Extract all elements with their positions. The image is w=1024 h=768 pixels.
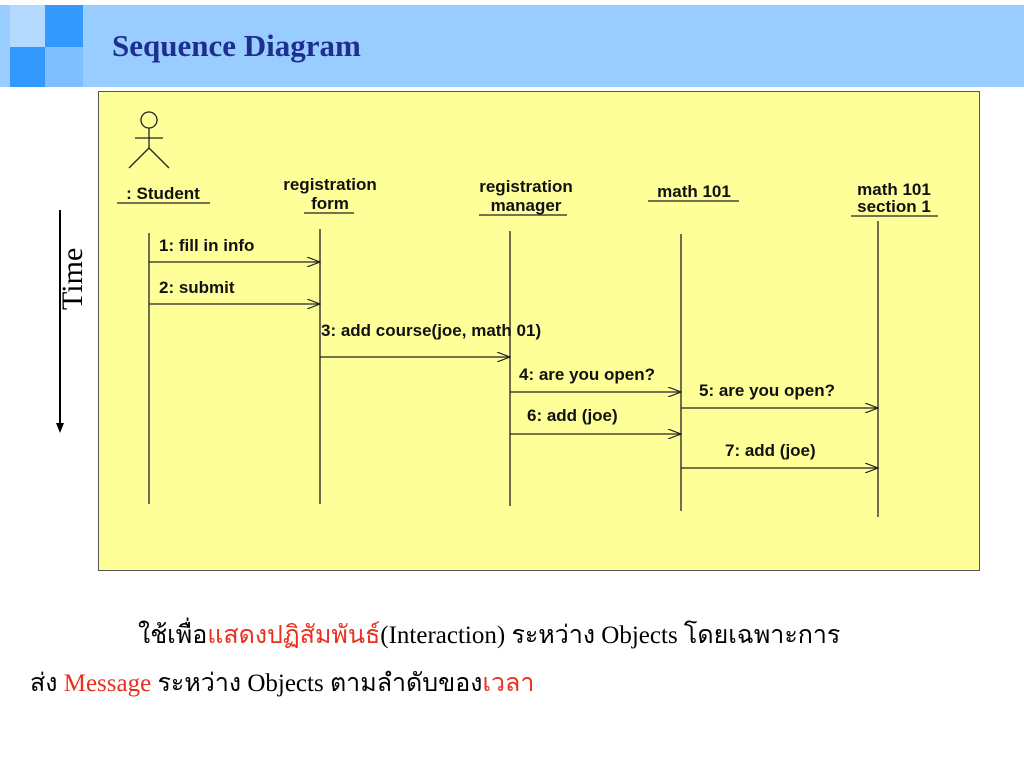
- message-label: 4: are you open?: [519, 365, 655, 384]
- object-label-line1: math 101: [657, 182, 731, 201]
- object-label-line2: manager: [491, 196, 562, 215]
- message-label: 6: add (joe): [527, 406, 618, 425]
- object-math-101-section-1: math 101 section 1: [851, 180, 938, 217]
- message-1: 1: fill in info: [149, 236, 320, 262]
- time-axis-arrow: [56, 210, 64, 433]
- page-title: Sequence Diagram: [112, 28, 361, 63]
- description-text: ใช้เพื่อ: [138, 622, 208, 649]
- message-2: 2: submit: [149, 278, 320, 304]
- message-3: 3: add course(joe, math 01): [320, 321, 541, 357]
- sequence-diagram: : Student registration form registration…: [98, 91, 980, 571]
- object-label-line2: form: [311, 194, 349, 213]
- message-6: 6: add (joe): [510, 406, 681, 434]
- time-label: Time: [56, 247, 89, 310]
- message-4: 4: are you open?: [510, 365, 681, 392]
- message-7: 7: add (joe): [681, 441, 878, 468]
- message-label: 1: fill in info: [159, 236, 254, 255]
- message-label: 5: are you open?: [699, 381, 835, 400]
- message-label: 2: submit: [159, 278, 235, 297]
- object-label-line1: registration: [283, 175, 377, 194]
- sequence-diagram-canvas: : Student registration form registration…: [117, 111, 938, 517]
- description-line-1: ใช้เพื่อแสดงปฏิสัมพันธ์(Interaction) ระห…: [138, 615, 840, 655]
- object-label-line1: registration: [479, 177, 573, 196]
- header-band: [0, 5, 1024, 87]
- decor-square: [45, 47, 83, 87]
- description-highlight: เวลา: [482, 670, 535, 697]
- description-text: ระหว่าง Objects ตามลำดับของ: [151, 670, 483, 697]
- description-text: (Interaction) ระหว่าง Objects โดยเฉพาะกา…: [380, 622, 841, 649]
- description-line-2: ส่ง Message ระหว่าง Objects ตามลำดับของเ…: [30, 663, 534, 703]
- object-label-line1: math 101: [857, 180, 931, 199]
- actor-label: : Student: [126, 184, 200, 203]
- description-highlight: Message: [63, 670, 152, 697]
- actor-icon: [128, 111, 170, 169]
- decor-square: [45, 5, 83, 47]
- decor-square: [10, 47, 45, 87]
- description-text: ส่ง: [30, 670, 64, 697]
- message-label: 3: add course(joe, math 01): [321, 321, 541, 340]
- decor-square: [10, 5, 45, 47]
- object-registration-form: registration form: [283, 175, 377, 214]
- message-label: 7: add (joe): [725, 441, 816, 460]
- object-registration-manager: registration manager: [479, 177, 573, 216]
- object-label-line2: section 1: [857, 197, 931, 216]
- description-highlight: แสดงปฏิสัมพันธ์: [207, 622, 381, 649]
- message-5: 5: are you open?: [681, 381, 878, 408]
- object-math-101: math 101: [648, 182, 739, 202]
